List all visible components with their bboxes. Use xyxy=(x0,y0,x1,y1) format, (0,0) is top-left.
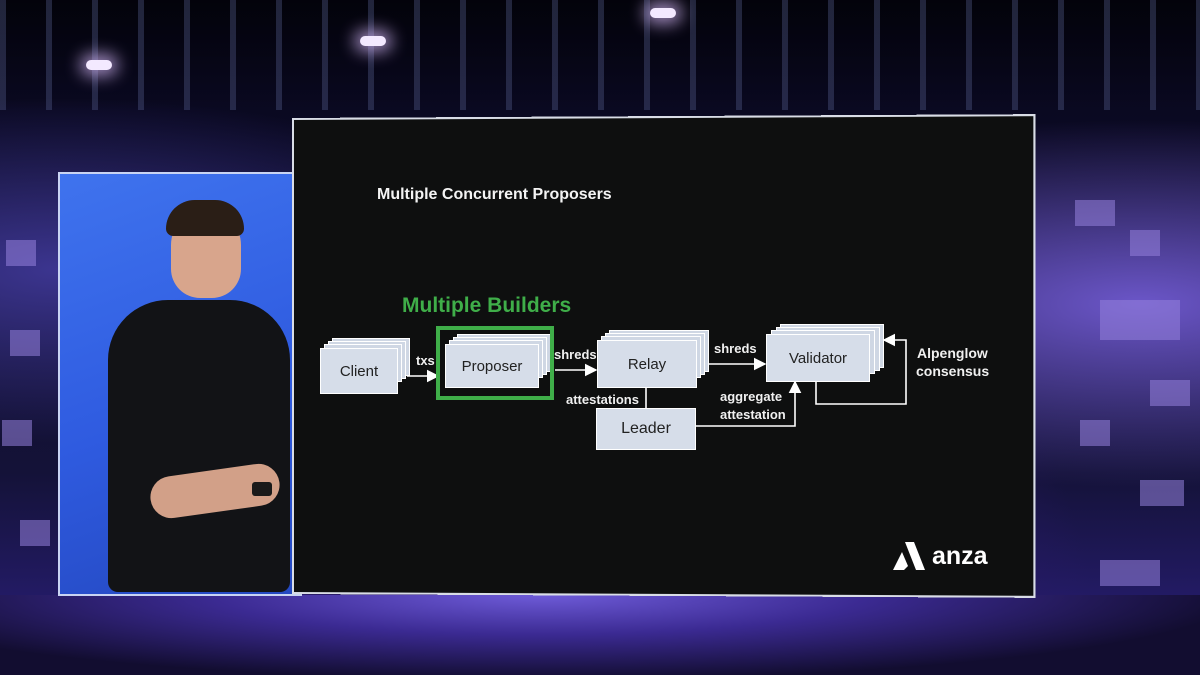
edge-label-attestation: attestation xyxy=(720,407,786,422)
stage-light xyxy=(360,36,386,46)
presenter-body xyxy=(108,300,290,592)
group-label-multiple-builders: Multiple Builders xyxy=(402,294,572,317)
arrow-leader-validator xyxy=(694,380,802,427)
node-relay: Relay xyxy=(597,340,697,388)
node-leader: Leader xyxy=(596,408,696,450)
stage-light xyxy=(650,8,676,18)
stage-light xyxy=(86,60,112,70)
multiple-builders-highlight xyxy=(436,326,554,400)
edge-label-aggregate: aggregate xyxy=(720,389,783,404)
anza-logo-icon xyxy=(893,542,925,570)
node-client: Client xyxy=(320,348,398,394)
slide-title: Multiple Concurrent Proposers xyxy=(377,186,612,203)
edge-label-txs: txs xyxy=(416,353,435,368)
lighting-truss xyxy=(0,0,1200,110)
edge-label-shreds: shreds xyxy=(714,341,757,356)
edge-label-alpenglow: Alpenglow xyxy=(917,345,988,361)
presenter-hair xyxy=(166,200,244,236)
node-proposer: Proposer xyxy=(445,344,539,388)
edge-label-shreds: shreds xyxy=(554,347,597,362)
stage-floor xyxy=(0,595,1200,675)
presentation-clicker xyxy=(252,482,272,496)
anza-logo-text: anza xyxy=(932,541,988,570)
arrow-consensus-loop xyxy=(815,333,907,405)
node-validator: Validator xyxy=(766,334,870,382)
edge-label-attestations: attestations xyxy=(566,392,639,407)
anza-logo: anza xyxy=(892,540,988,572)
edge-label-consensus: consensus xyxy=(916,363,990,379)
